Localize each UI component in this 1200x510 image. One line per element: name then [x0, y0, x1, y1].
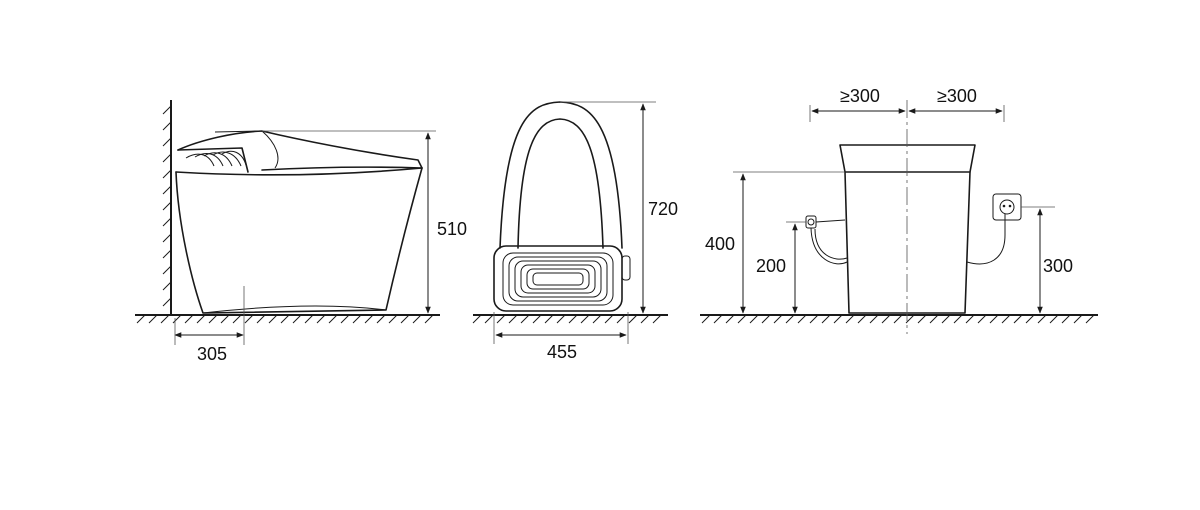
side-vent-grille: [185, 150, 247, 167]
dim-200-label: 200: [756, 256, 786, 276]
install-toilet-body: [844, 171, 971, 314]
side-view: 305 510: [135, 100, 467, 364]
front-view: 455 720: [472, 101, 678, 362]
installation-view: ≥300 ≥300 400 200 300: [700, 86, 1098, 334]
dim-510-label: 510: [437, 219, 467, 239]
power-socket-icon: [966, 193, 1022, 265]
side-base-curve: [202, 305, 387, 314]
dim-clear-right-label: ≥300: [937, 86, 977, 106]
water-valve-icon: [805, 215, 848, 265]
install-floor-hatch: [701, 314, 1095, 324]
side-floor-hatch: [136, 314, 434, 324]
side-lid: [177, 130, 423, 171]
side-seat-line: [175, 167, 423, 176]
install-toilet-top: [839, 144, 976, 173]
front-base-rings: [502, 252, 614, 306]
wall-hatch: [162, 105, 172, 307]
dim-305-label: 305: [197, 344, 227, 364]
front-lid-inner: [517, 118, 604, 249]
dim-300-label: 300: [1043, 256, 1073, 276]
side-bowl-body: [175, 167, 423, 314]
front-side-button: [621, 255, 631, 281]
dim-clear-left-label: ≥300: [840, 86, 880, 106]
front-floor-hatch: [472, 314, 662, 324]
dim-400-label: 400: [705, 234, 735, 254]
dim-720-label: 720: [648, 199, 678, 219]
dim-455-label: 455: [547, 342, 577, 362]
